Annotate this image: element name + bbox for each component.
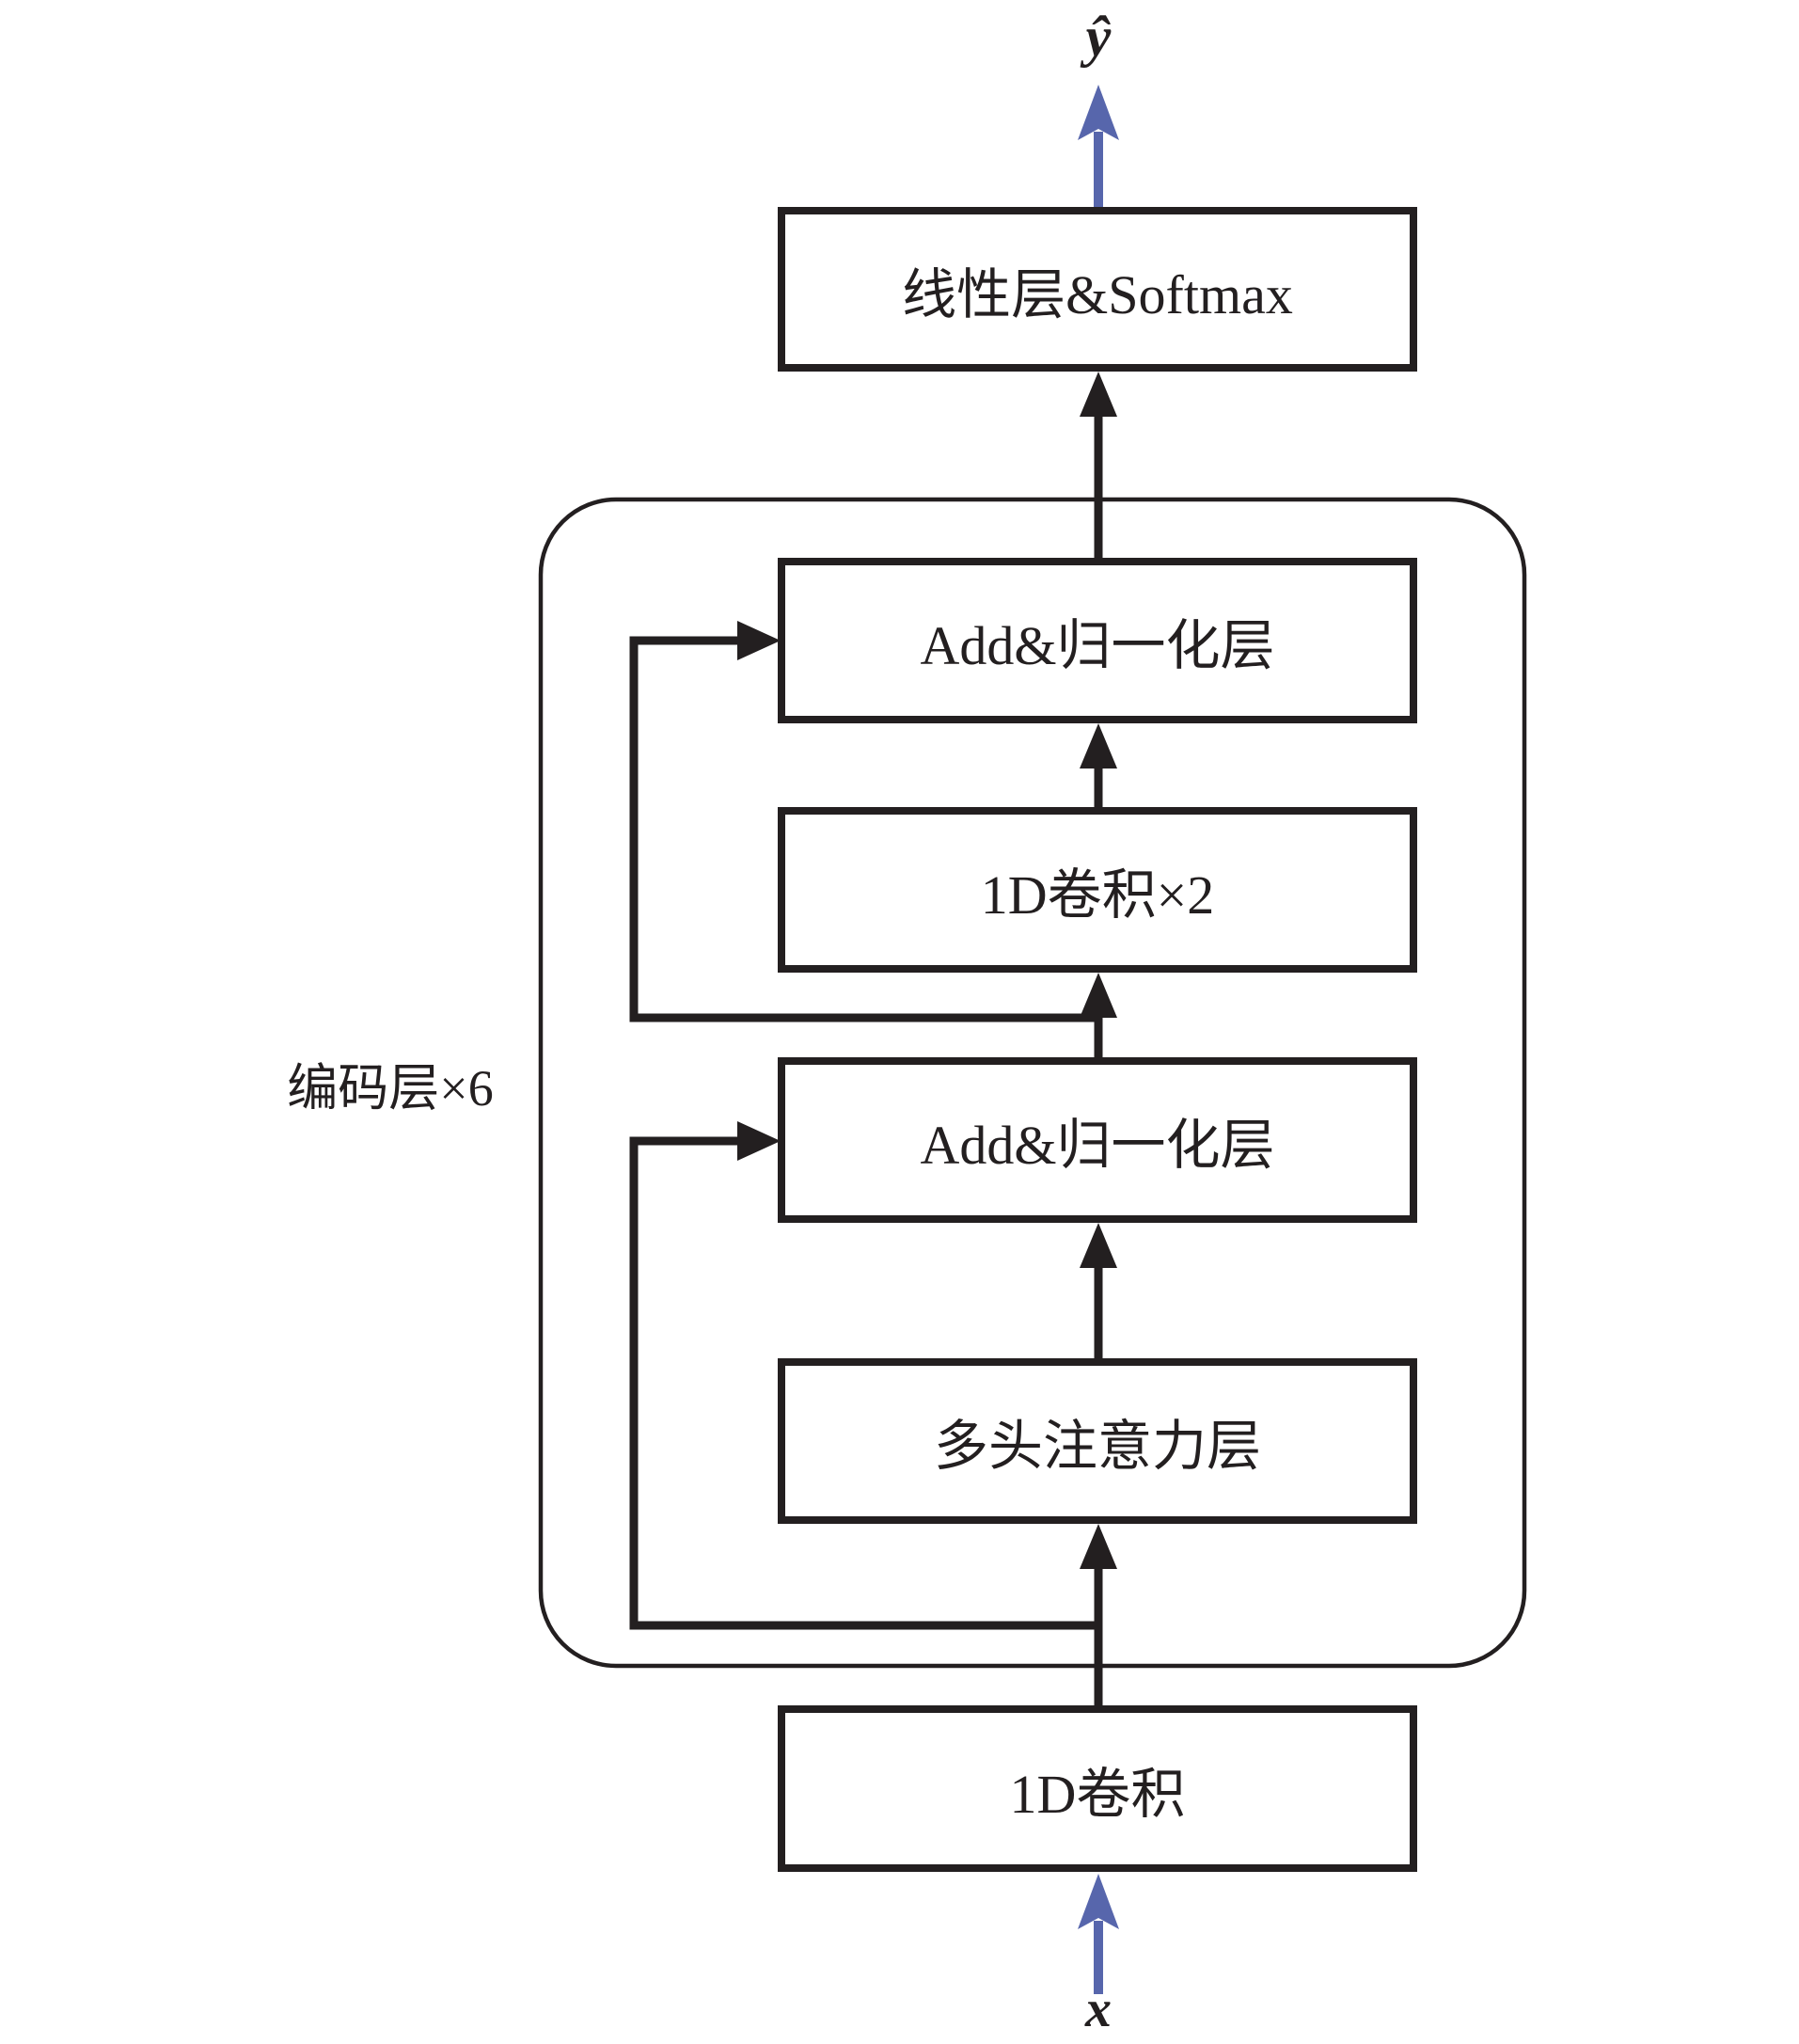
multi-head-attention-box: 多头注意力层 (778, 1358, 1417, 1524)
input-label: x (1085, 1980, 1112, 2038)
encoder-repeat-label: 编码层×6 (287, 1060, 494, 1117)
residual-connection-upper (629, 636, 1098, 1022)
arrowhead-to-addnorm-lower-icon (1080, 1223, 1117, 1268)
encoder-stack-outline (538, 497, 1527, 1669)
linear-softmax-box: 线性层&Softmax (778, 207, 1417, 372)
residual-connection-lower (629, 1136, 1098, 1630)
conv1d-x2-box: 1D卷积×2 (778, 807, 1417, 973)
arrowhead-to-mha-icon (1080, 1524, 1117, 1569)
arrowhead-to-conv2-icon (1080, 973, 1117, 1018)
output-arrowhead-icon (1078, 85, 1119, 140)
add-norm-upper-box: Add&归一化层 (778, 558, 1417, 723)
residual-lower-arrowhead-icon (737, 1121, 781, 1161)
conv1d-box: 1D卷积 (778, 1705, 1417, 1872)
residual-upper-arrowhead-icon (737, 621, 781, 660)
output-label: ŷ (1085, 6, 1112, 68)
input-arrowhead-icon (1078, 1874, 1119, 1929)
arrowhead-to-addnorm-upper-icon (1080, 723, 1117, 768)
add-norm-lower-box: Add&归一化层 (778, 1057, 1417, 1223)
arrowhead-to-linear-icon (1080, 372, 1117, 417)
